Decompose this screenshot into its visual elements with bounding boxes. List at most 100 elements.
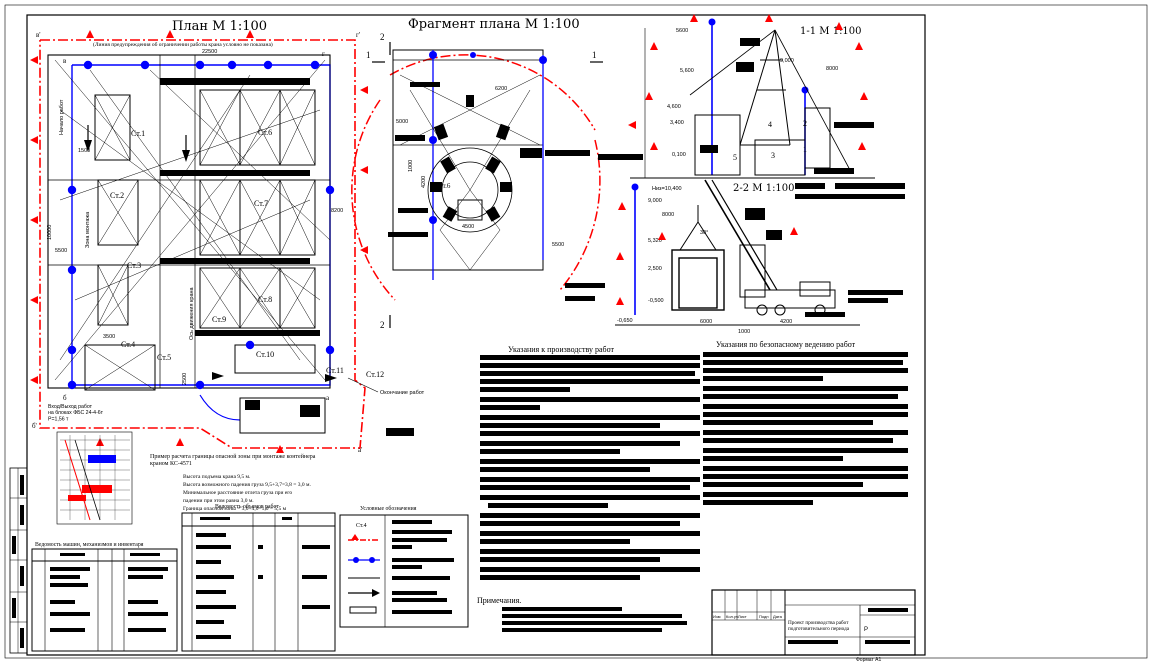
section-1-1-title: 1-1 М 1:100	[800, 26, 862, 37]
drawing-label: б	[63, 394, 67, 402]
drawing-label: Низ=10,400	[652, 186, 682, 192]
drawing-label: 8000	[662, 212, 674, 218]
calc-block: Пример расчета границы опасной зоны при …	[56, 431, 316, 525]
drawing-label: 2500	[182, 373, 188, 385]
drawing-label: 2	[803, 119, 807, 128]
main-plan: 22500 6000 10000 5500 1500 8200 3500 250…	[30, 30, 425, 454]
drawing-label: 4	[768, 120, 772, 129]
drawing-label: Высота возможного падения груза 9,5+3,7=…	[183, 482, 312, 488]
title-block: Изм Кол.уч Лист Подп Дата Проект произво…	[711, 589, 916, 663]
drawing-label: 22500	[202, 49, 217, 55]
legend-station: Ст.4	[356, 523, 367, 529]
drawing-label: 4200	[421, 176, 427, 188]
drawing-label: Кол.уч	[726, 614, 738, 619]
drawing-label: Указания к производству работ	[508, 345, 614, 354]
drawing-label: -0,650	[617, 318, 633, 324]
sheet-inner-frame	[26, 14, 926, 656]
drawing-label: 5,320	[648, 238, 662, 244]
drawing-label: в'	[36, 31, 41, 39]
machines-table: Ведомость машин, механизмов и инвентаря	[31, 542, 178, 652]
drawing-label: 5500	[55, 248, 67, 254]
drawing-label: в	[63, 57, 67, 65]
drawing-label: 3500	[103, 334, 115, 340]
drawing-label: Примечания.	[477, 596, 521, 605]
drawing-label: 4200	[780, 319, 792, 325]
drawing-label: 30°	[700, 230, 708, 236]
section-2-2-title: 2-2 М 1:100	[733, 183, 795, 194]
side-stamp	[9, 467, 28, 654]
sheet-format: Формат А1	[856, 657, 881, 663]
station-label: Ст.10	[256, 350, 274, 359]
drawing-label: г	[322, 50, 325, 58]
station-label: Ст.2	[110, 191, 124, 200]
drawing-label: Дата	[773, 614, 783, 619]
sheet-outer-frame	[4, 4, 1148, 659]
drawing-label: Ведомость машин, механизмов и инвентаря	[35, 542, 144, 548]
drawing-label: 1	[366, 50, 371, 60]
station-label: Ст.6	[258, 128, 272, 137]
drawing-label: 4,600	[667, 104, 681, 110]
drawing-label: 4500	[462, 224, 474, 230]
station-label: Ст.9	[212, 315, 226, 324]
drawing-label: 1000	[738, 329, 750, 335]
volumes-table: Ведомость объемов работ	[181, 503, 336, 652]
station-label: Ст.11	[326, 366, 344, 375]
station-label: Ст.12	[366, 370, 384, 379]
drawing-label: 8000	[826, 66, 838, 72]
drawing-label: 1500	[78, 148, 90, 154]
drawing-label: а'	[358, 446, 362, 454]
station-label: Ст.1	[131, 129, 145, 138]
drawing-label: -0,500	[648, 298, 664, 304]
fragment-plan: Ст.6 6200 5000 1000 4200 5500 4500 1 1 2…	[351, 32, 643, 330]
drawing-label: Подп	[759, 614, 769, 619]
drawing-label: 9,000	[648, 198, 662, 204]
danger-zone-boundary	[39, 39, 366, 449]
drawing-label: 2	[380, 32, 385, 42]
drawing-label: 5600	[676, 28, 688, 34]
drawing-label: 3,400	[670, 120, 684, 126]
drawing-label: Ведомость объемов работ	[215, 503, 279, 510]
drawing-label: Изм	[713, 614, 721, 619]
drawing-label: 6200	[495, 86, 507, 92]
station-label: Ст.8	[258, 295, 272, 304]
station-label: Ст.7	[254, 199, 268, 208]
crane-exit-path	[199, 394, 241, 421]
drawing-label: Граница опасной зоны = 3,0+4,0=1,0 = 5,5…	[183, 505, 287, 512]
drawing-label: 9,000	[780, 58, 794, 64]
drawing-label: 6000	[700, 319, 712, 325]
drawing-label: 5500	[552, 242, 564, 248]
drawing-label: 10000	[47, 225, 53, 240]
drawing-label: 2	[380, 320, 385, 330]
plan-title: План М 1:100	[172, 19, 267, 34]
drawing-label: 2,500	[648, 266, 662, 272]
legend-table: Условные обозначения Ст.4	[339, 505, 469, 628]
drawing-label: Условные обозначения	[360, 505, 417, 512]
drawing-label: 5	[733, 153, 737, 162]
station-label: Ст.5	[157, 353, 171, 362]
section-2-2: 9,000 8000 5,320 2,500 -0,500 -0,650 420…	[615, 179, 903, 335]
drawing-label: Зона монтажа	[85, 211, 91, 248]
drawing-label: а	[326, 394, 330, 402]
production-instructions: Указания к производству работ Примечания…	[477, 345, 700, 632]
drawing-label: 8200	[331, 208, 343, 214]
station-label: Ст.4	[121, 340, 135, 349]
drawing-label: г'	[356, 31, 360, 39]
end-label: Окончание работ	[380, 390, 425, 396]
drawing-label: 1	[592, 50, 597, 60]
drawing-label: Ось движения крана	[189, 286, 195, 340]
stamp-stage: Р	[864, 627, 868, 633]
station-label: Ст.3	[127, 261, 141, 270]
plan-note: (Линия предупреждения об ограничении раб…	[93, 41, 273, 48]
drawing-label: 5,600	[680, 68, 694, 74]
drawing-label: Указания по безопасному ведению работ	[716, 340, 856, 349]
drawing-label: 3	[771, 151, 775, 160]
fragment-title: Фрагмент плана М 1:100	[408, 17, 580, 32]
drawing-label: 6000	[282, 78, 294, 84]
drawing-label: Минимальное расстояние отлета груза при …	[183, 490, 292, 496]
calc-title: Пример расчета границы опасной зоны при …	[150, 453, 316, 467]
drawing-label: Высота подъема крана 9,5 м.	[183, 474, 251, 480]
section-1-1: 5600 8000 9,000 4,600 3,400 0,100 5,600 …	[628, 14, 905, 199]
